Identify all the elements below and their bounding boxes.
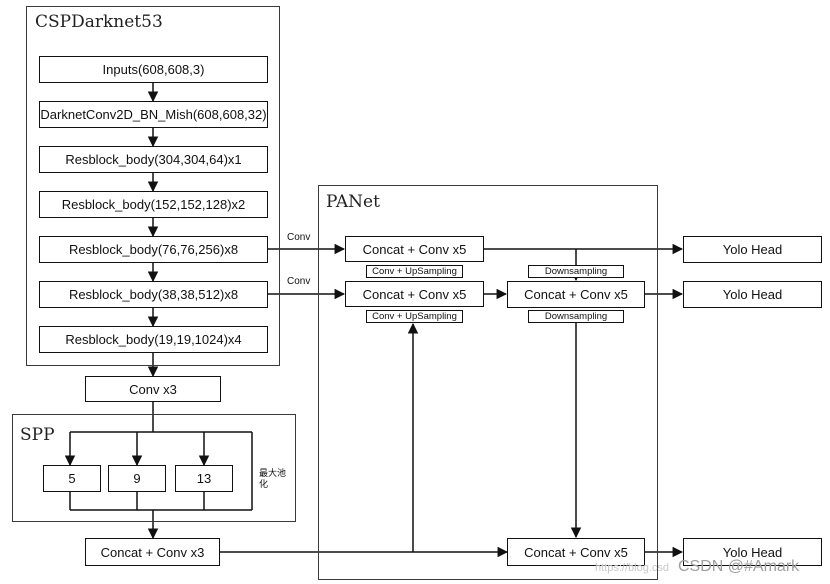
resblock-3: Resblock_body(76,76,256)x8 <box>39 236 268 263</box>
concat-conv-x5-right: Concat + Conv x5 <box>507 281 645 308</box>
spp-title: SPP <box>20 425 55 445</box>
pool-5: 5 <box>43 465 101 492</box>
concat-conv-x5-top: Concat + Conv x5 <box>345 236 484 262</box>
yolo-head-1: Yolo Head <box>683 236 822 263</box>
resblock-4: Resblock_body(38,38,512)x8 <box>39 281 268 308</box>
panet-title: PANet <box>326 192 380 212</box>
conv-x3-block: Conv x3 <box>85 376 221 402</box>
panet-panel <box>318 185 658 580</box>
concat-conv-x5-bottom: Concat + Conv x5 <box>507 538 645 566</box>
downsampling-tag-mid: Downsampling <box>528 310 624 323</box>
backbone-title: CSPDarknet53 <box>35 12 163 32</box>
watermark-main: CSDN @#Amark <box>678 558 800 575</box>
yolo-head-2: Yolo Head <box>683 281 822 308</box>
concat-conv-x5-mid: Concat + Conv x5 <box>345 281 484 307</box>
concat-conv-x3-block: Concat + Conv x3 <box>85 538 220 566</box>
darknet-conv-block: DarknetConv2D_BN_Mish(608,608,32) <box>39 101 268 128</box>
upsampling-tag-mid: Conv + UpSampling <box>366 310 463 323</box>
inputs-block: Inputs(608,608,3) <box>39 56 268 83</box>
pool-9: 9 <box>108 465 166 492</box>
downsampling-tag-top: Downsampling <box>528 265 624 278</box>
resblock-2: Resblock_body(152,152,128)x2 <box>39 191 268 218</box>
resblock-1: Resblock_body(304,304,64)x1 <box>39 146 268 173</box>
max-pool-label: 最大池化 <box>259 468 287 489</box>
upsampling-tag-top: Conv + UpSampling <box>366 265 463 278</box>
backbone-panel <box>26 6 280 366</box>
conv-label-mid: Conv <box>287 276 311 287</box>
watermark-faint: https://blog.csd <box>595 562 669 574</box>
resblock-5: Resblock_body(19,19,1024)x4 <box>39 326 268 353</box>
conv-label-top: Conv <box>287 232 311 243</box>
spp-panel <box>12 414 296 522</box>
pool-13: 13 <box>175 465 233 492</box>
yolo-head-3: Yolo Head <box>683 538 822 566</box>
